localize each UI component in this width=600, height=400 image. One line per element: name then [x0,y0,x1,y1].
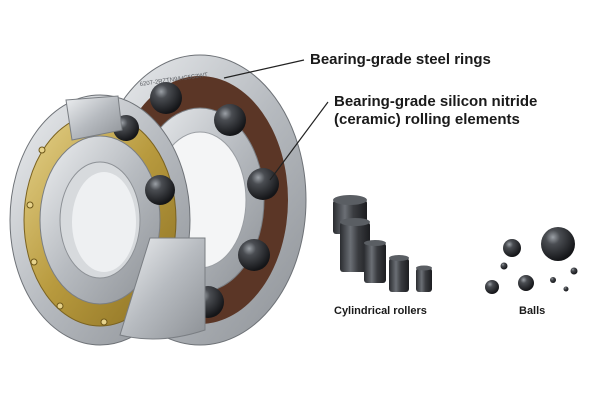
ceramic-ball [500,262,508,270]
cutaway-wedge [65,95,123,141]
ceramic-ball [550,277,556,283]
cylindrical-rollers [333,195,432,292]
rollers-caption: Cylindrical rollers [334,305,427,317]
ceramic-ball [570,267,578,275]
ceramic-ball [541,227,575,261]
steel-rings-leader [223,59,305,79]
ceramic-ball-back [214,104,246,136]
cage-rivet [26,201,34,209]
cage-rivet [100,318,108,326]
cage-rivet [38,146,46,154]
ceramic-ball [563,286,569,292]
roller-top [333,195,367,205]
bore-inner-shadow [72,172,136,272]
roller-top [389,255,409,261]
ceramic-callout-line2: (ceramic) rolling elements [334,111,520,128]
balls-caption: Balls [519,305,546,317]
roller-top [340,218,370,226]
front-bearing [9,94,206,346]
ceramic-ball-front [145,175,175,205]
cage-rivet [56,302,64,310]
ceramic-balls [485,227,578,294]
ceramic-ball-back [238,239,270,271]
cage-rivet [30,258,38,266]
ceramic-callout-line1: Bearing-grade silicon nitride [334,93,538,110]
roller [416,268,432,292]
roller [389,258,409,292]
ceramic-ball [503,239,521,257]
ceramic-elements-callout: Bearing-grade silicon nitride (ceramic) … [334,93,537,129]
roller-top [364,240,386,246]
roller [340,222,370,272]
ceramic-ball [485,280,499,294]
roller [364,243,386,283]
cutaway-wedge [119,237,206,340]
roller-top [416,265,432,271]
ceramic-ball-back [150,82,182,114]
ceramic-ball-back [247,168,279,200]
steel-rings-callout: Bearing-grade steel rings [310,51,491,68]
ceramic-leader [269,101,329,181]
ceramic-ball [518,275,534,291]
